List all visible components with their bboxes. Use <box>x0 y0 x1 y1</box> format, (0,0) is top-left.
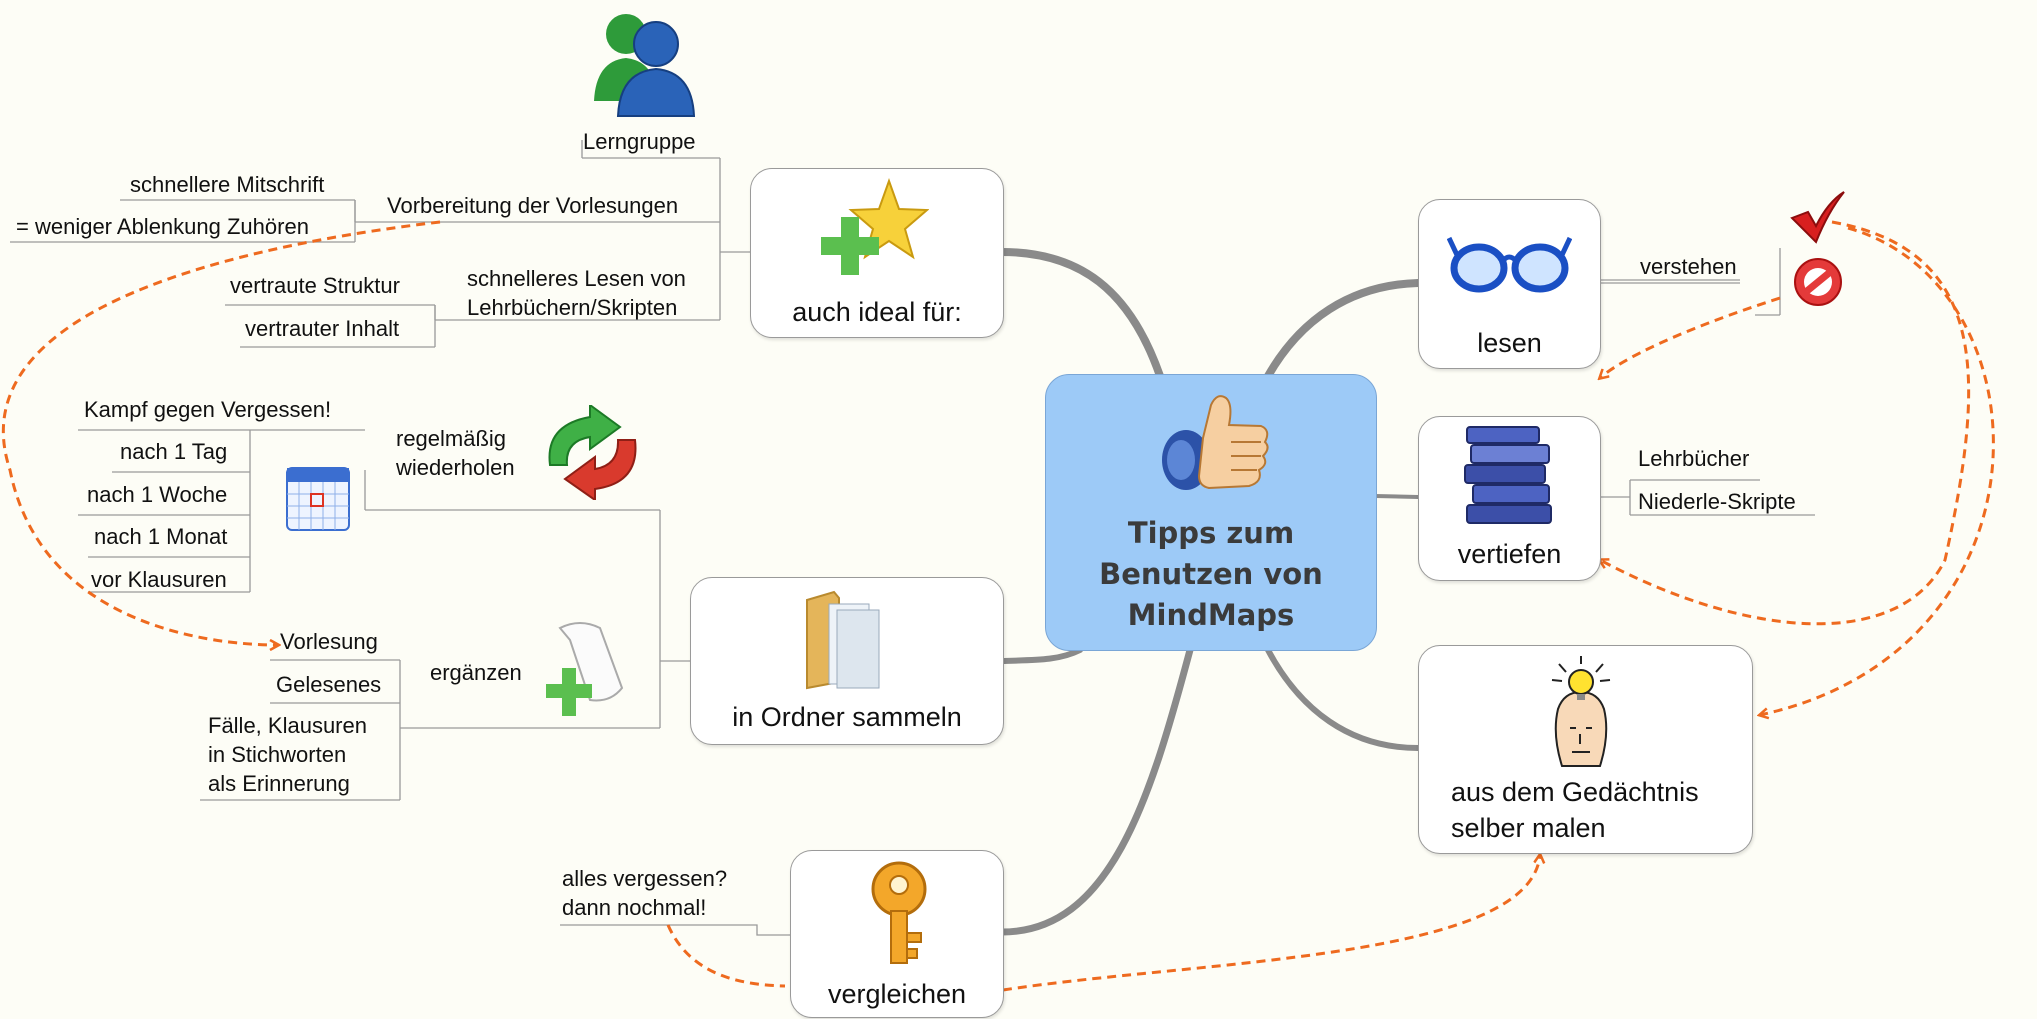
relationship-check-aus-gedaechtnis <box>1760 226 1995 715</box>
relationship-vergleichen-aus-gedaechtnis <box>1002 855 1540 992</box>
central-topic-title: Tipps zum Benutzen von MindMaps <box>1099 516 1323 632</box>
calendar-icon <box>286 467 350 531</box>
branch-line-lesen <box>1264 279 1422 380</box>
glasses-icon <box>1447 236 1572 293</box>
topic-auch-ideal-label: auch ideal für: <box>792 297 962 327</box>
relationship-verstehen-vertiefen <box>1600 296 1781 378</box>
topic-vertiefen[interactable]: vertiefen <box>1418 416 1601 581</box>
subtopic-nach-1-monat[interactable]: nach 1 Monat <box>94 524 228 549</box>
books-icon <box>1464 426 1552 524</box>
subtopic-verstehen[interactable]: verstehen <box>1640 254 1737 279</box>
subtopic-vorlesung[interactable]: Vorlesung <box>280 629 378 654</box>
subtopic-vor-klausuren[interactable]: vor Klausuren <box>91 567 227 592</box>
topic-vergleichen[interactable]: vergleichen <box>790 850 1004 1018</box>
lightbulb-head-icon <box>1551 656 1611 767</box>
subtopic-ergaenzen[interactable]: ergänzen <box>430 660 522 685</box>
refresh-icon <box>548 405 637 500</box>
thumbs-up-icon <box>1162 395 1269 490</box>
subtopic-regelmaessig-wiederholen[interactable]: regelmäßig wiederholen <box>396 426 515 480</box>
topic-lesen-label: lesen <box>1477 328 1542 358</box>
people-icon <box>594 14 696 117</box>
relationship-vorbereitung-vorlesung <box>1 220 441 645</box>
subtopic-faelle-klausuren[interactable]: Fälle, Klausuren in Stichworten als Erin… <box>208 713 367 796</box>
subtopic-vertrauter-inhalt[interactable]: vertrauter Inhalt <box>245 316 400 341</box>
subtopic-lehrbuecher[interactable]: Lehrbücher <box>1638 446 1750 471</box>
relationship-alles-vergessen-vergleichen <box>666 924 786 988</box>
topic-aus-dem-gedaechtnis[interactable]: aus dem Gedächtnis selber malen <box>1418 645 1753 854</box>
topic-vertiefen-label: vertiefen <box>1457 539 1562 569</box>
branch-line-in-ordner <box>999 647 1083 664</box>
key-icon <box>871 861 927 964</box>
scroll-plus-icon <box>546 622 624 716</box>
subtopic-alles-vergessen[interactable]: alles vergessen? dann nochmal! <box>562 866 728 920</box>
checkmark-icon <box>1790 191 1845 244</box>
subtopic-kampf-gegen-vergessen[interactable]: Kampf gegen Vergessen! <box>84 397 332 422</box>
subtopic-weniger-ablenkung[interactable]: = weniger Ablenkung Zuhören <box>16 214 309 239</box>
topic-auch-ideal[interactable]: auch ideal für: <box>750 168 1004 338</box>
subtopic-vorbereitung[interactable]: Vorbereitung der Vorlesungen <box>387 193 679 218</box>
subtopic-nach-1-woche[interactable]: nach 1 Woche <box>87 482 228 507</box>
topic-lesen[interactable]: lesen <box>1418 199 1601 369</box>
topic-in-ordner-sammeln[interactable]: in Ordner sammeln <box>690 577 1004 745</box>
subtopic-vertraute-struktur[interactable]: vertraute Struktur <box>230 273 400 298</box>
relationship-check-vertiefen <box>1600 220 1971 626</box>
subtopic-niederle-skripte[interactable]: Niederle-Skripte <box>1638 489 1796 514</box>
subtopic-schnellere-mitschrift[interactable]: schnellere Mitschrift <box>130 172 325 197</box>
topic-in-ordner-sammeln-label: in Ordner sammeln <box>732 702 962 732</box>
branch-line-vertiefen <box>1373 494 1420 499</box>
branch-line-auch-ideal <box>998 248 1164 380</box>
topic-aus-dem-gedaechtnis-label: aus dem Gedächtnis selber malen <box>1451 777 1699 843</box>
subtopic-gelesenes[interactable]: Gelesenes <box>276 672 382 697</box>
subtopic-schnelleres-lesen[interactable]: schnelleres Lesen von Lehrbüchern/Skript… <box>467 266 686 320</box>
subtopic-nach-1-tag[interactable]: nach 1 Tag <box>120 439 228 464</box>
star-plus-icon <box>821 178 929 275</box>
subtopic-lerngruppe[interactable]: Lerngruppe <box>583 129 696 154</box>
central-topic[interactable]: Tipps zum Benutzen von MindMaps <box>1045 374 1377 651</box>
topic-vergleichen-label: vergleichen <box>827 979 967 1009</box>
folder-icon <box>806 590 880 690</box>
branch-line-vergleichen <box>998 646 1194 936</box>
branch-line-aus-gedaechtnis <box>1265 647 1421 751</box>
forbidden-icon <box>1794 258 1842 306</box>
